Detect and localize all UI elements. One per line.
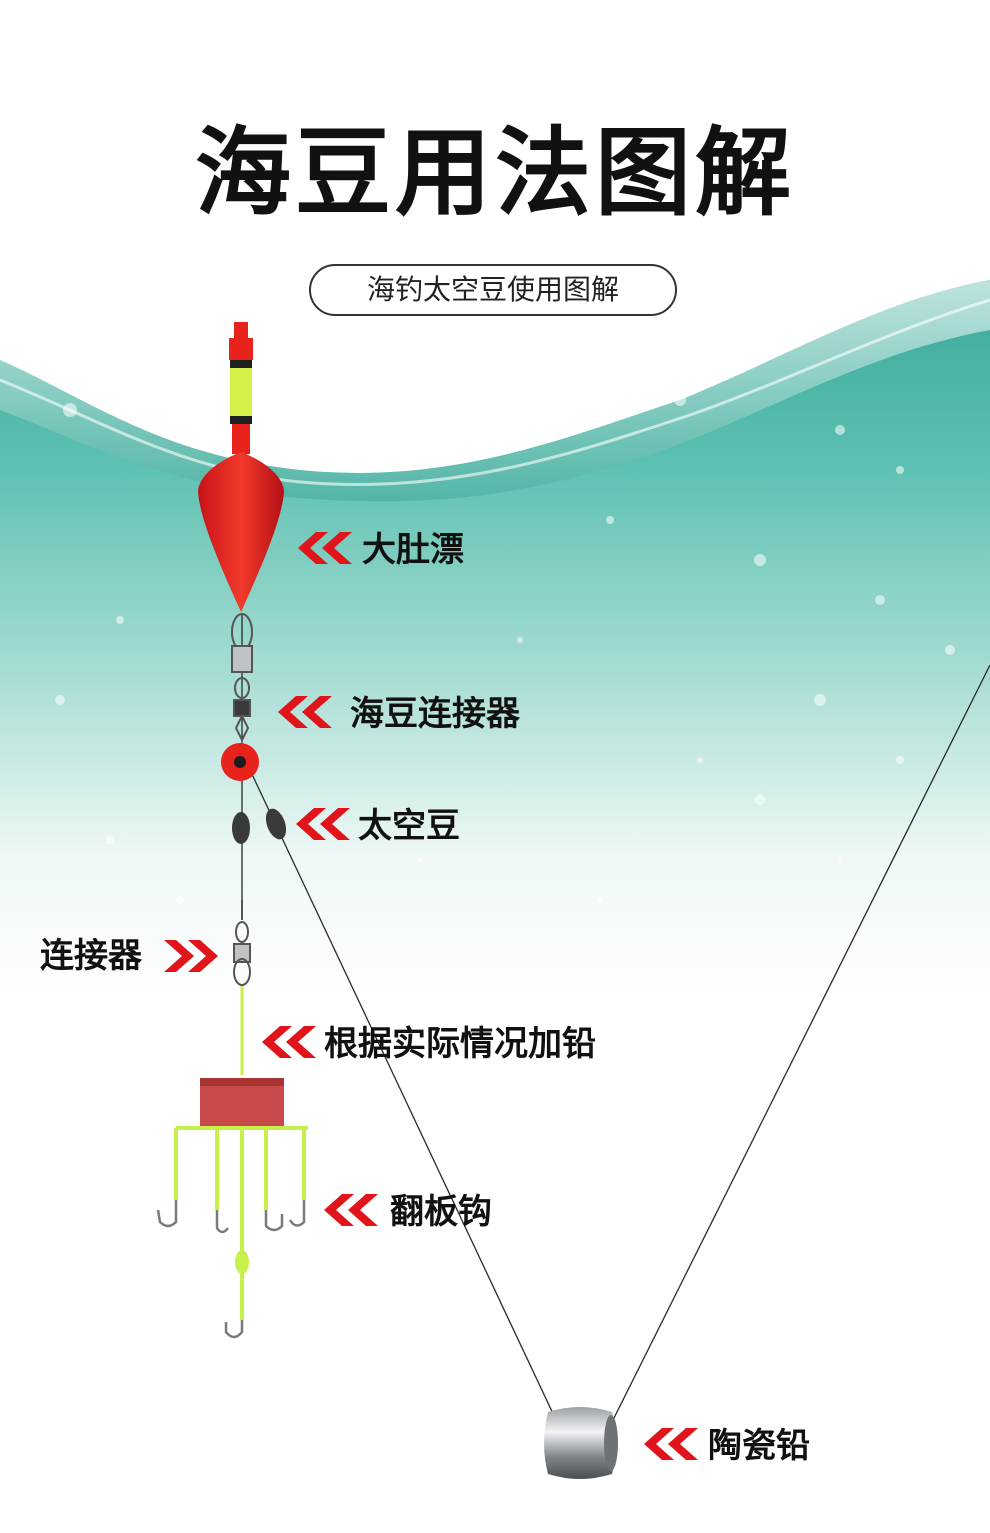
flip-hook-graphic xyxy=(174,1126,308,1320)
subtitle-pill: 海钓太空豆使用图解 xyxy=(309,264,677,316)
label-bean-connector: 海豆连接器 xyxy=(350,694,520,734)
page-title: 海豆用法图解 xyxy=(195,117,795,229)
label-ceramic-lead: 陶瓷铅 xyxy=(708,1426,810,1466)
lead-weight-graphic xyxy=(200,1078,284,1126)
return-line xyxy=(607,664,990,1431)
connector-graphic xyxy=(233,900,251,986)
ceramic-lead-graphic xyxy=(544,1407,618,1479)
float-graphic xyxy=(198,322,284,612)
bubbles xyxy=(55,394,955,904)
arrow-icons xyxy=(164,532,698,1460)
label-float: 大肚漂 xyxy=(362,530,464,570)
label-connector: 连接器 xyxy=(40,936,142,976)
label-add-lead: 根据实际情况加铅 xyxy=(324,1024,596,1064)
bean-connector-graphic xyxy=(231,613,253,743)
slide-line xyxy=(249,769,557,1421)
label-flip-hook: 翻板钩 xyxy=(390,1192,492,1232)
space-bean-graphic xyxy=(221,743,287,844)
water-body xyxy=(0,280,990,1000)
wave-crest xyxy=(0,280,990,502)
label-space-bean: 太空豆 xyxy=(358,806,460,846)
